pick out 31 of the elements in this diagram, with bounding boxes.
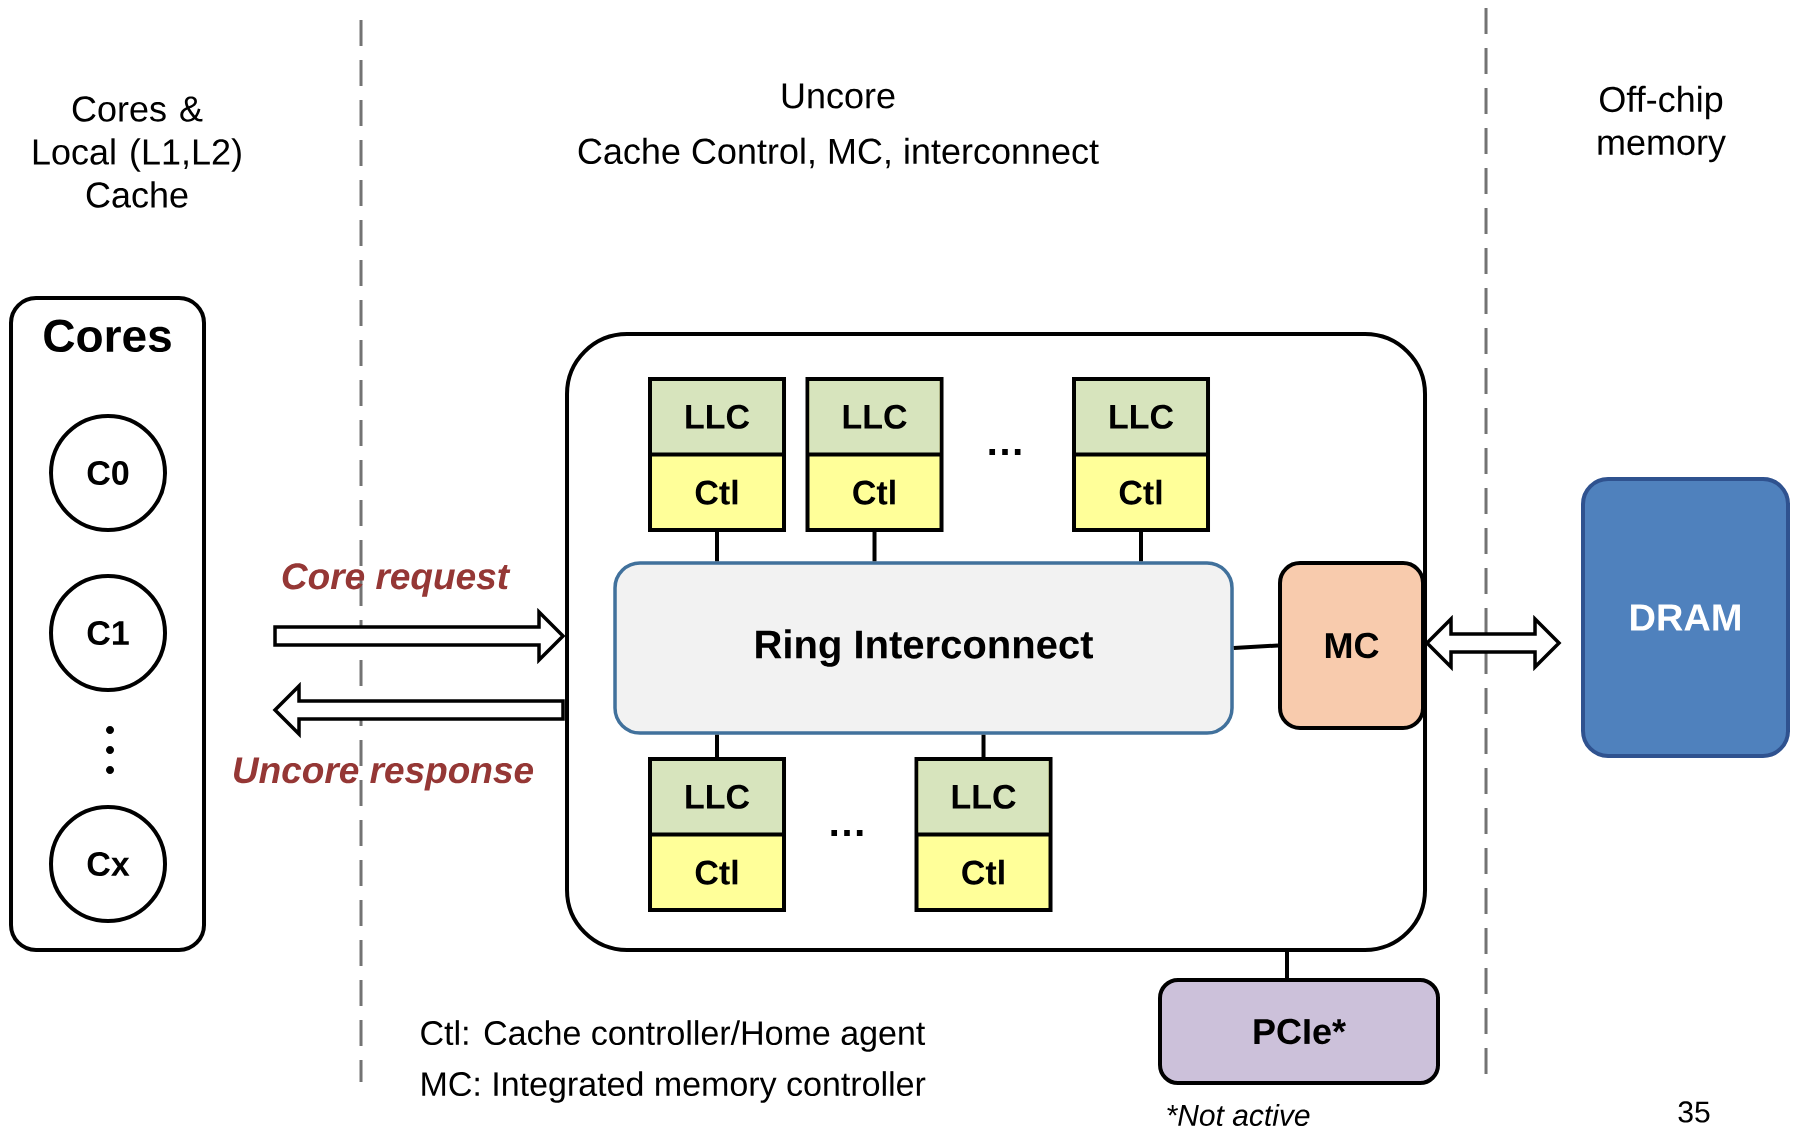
note-text: Ctl: Cache controller/Home agent: [421, 1020, 926, 1052]
cache-block: LLC Ctl: [648, 757, 786, 912]
column-heading: Uncore: [782, 83, 895, 109]
page-number: 35: [1678, 1101, 1710, 1123]
edge-label: Core request: [282, 563, 511, 597]
hollow-arrow: [273, 607, 566, 665]
connector-line: [872, 532, 877, 562]
connector-line: [715, 734, 719, 757]
connector-line: [1139, 532, 1143, 562]
column-heading: Cores & Local (L1,L2) Cache: [33, 96, 241, 208]
connector-line: [981, 734, 986, 757]
interconnect-box: Ring Interconnect: [613, 561, 1234, 735]
cache-block: LLC Ctl: [648, 377, 786, 532]
edge-label: Uncore response: [234, 757, 534, 791]
connector-line: [1285, 952, 1289, 978]
container-box: [565, 332, 1427, 952]
ellipsis: …: [831, 830, 863, 836]
memory-box: DRAM: [1581, 477, 1790, 758]
connector-line: [715, 532, 719, 562]
hollow-double-arrow: [1424, 614, 1562, 672]
column-heading: Off-chip memory: [1598, 85, 1726, 163]
connector-line: [1233, 643, 1279, 650]
cache-block: LLC Ctl: [805, 377, 944, 532]
pcie-box: PCIe* *Not active: [1158, 978, 1440, 1126]
node-label: *Not active: [1167, 1103, 1310, 1127]
ellipsis: …: [989, 449, 1021, 455]
note-text: MC: Integrated memory controller: [422, 1071, 926, 1103]
column-subheading: Cache Control, MC, interconnect: [578, 137, 1099, 169]
cache-block: LLC Ctl: [1072, 377, 1210, 532]
controller-box: MC: [1278, 561, 1425, 730]
cache-block: LLC Ctl: [914, 757, 1053, 912]
